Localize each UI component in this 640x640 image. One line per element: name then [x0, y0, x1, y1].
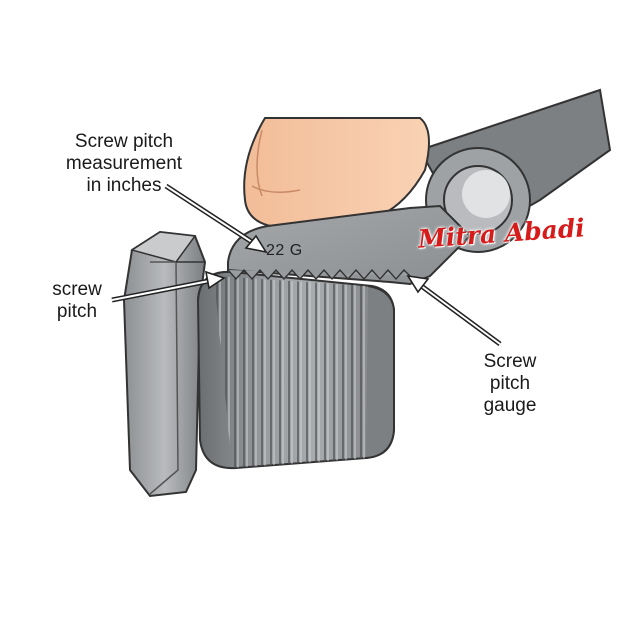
arrow-measurement: [164, 183, 268, 254]
arrow-screw-pitch: [111, 270, 226, 303]
label-line: gauge: [483, 395, 537, 416]
arrow-gauge: [406, 274, 502, 347]
gauge-handle: [418, 88, 612, 253]
label-line: measurement: [65, 153, 183, 174]
label-line: Screw pitch: [74, 131, 174, 152]
gauge-marking: 22 G: [266, 242, 303, 259]
label-screw-pitch: screw pitch: [42, 279, 112, 323]
screw-pitch-gauge-blade: [227, 204, 472, 286]
label-line: in inches: [86, 175, 162, 196]
label-screw-pitch-gauge: Screw pitch gauge: [470, 351, 550, 417]
bolt-flange: [122, 230, 207, 498]
label-line: Screw: [483, 351, 537, 372]
label-screw-pitch-measurement: Screw pitch measurement in inches: [44, 131, 204, 197]
label-line: pitch: [489, 373, 531, 394]
threaded-bolt-body: [196, 270, 395, 470]
label-line: pitch: [56, 301, 98, 322]
label-line: screw: [52, 279, 102, 300]
